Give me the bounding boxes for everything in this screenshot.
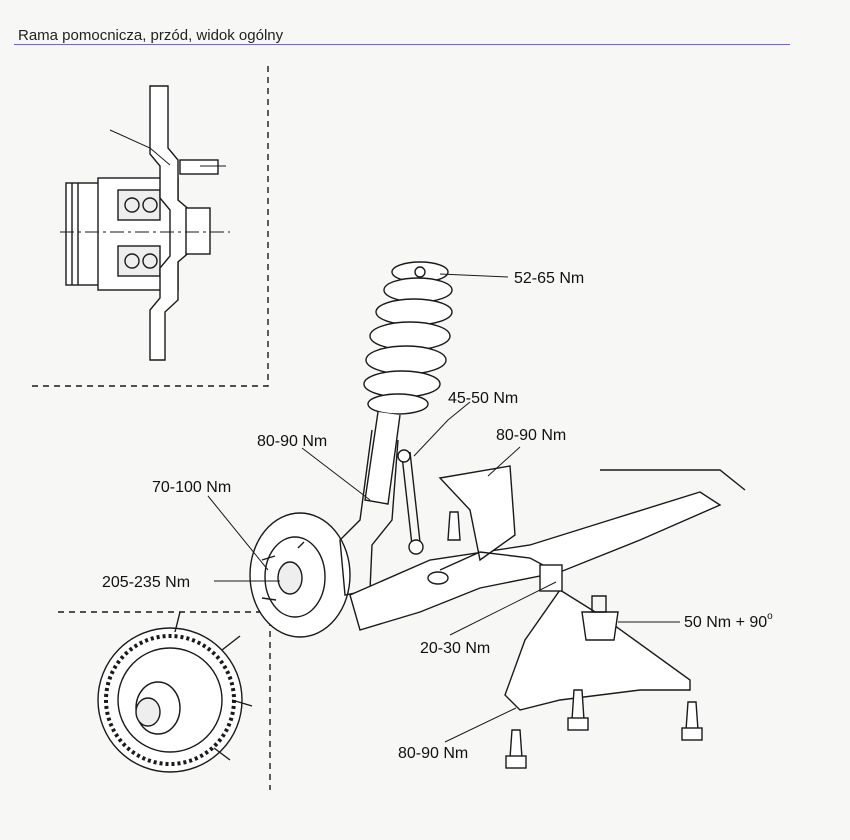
torque-label-subframe-bolts: 80-90 Nm: [398, 745, 468, 762]
detail-frame-top: [28, 66, 269, 387]
brake-disc-drawing: [249, 512, 351, 638]
subframe-bolts-drawing: [447, 511, 703, 769]
torque-label-stabilizer-clamp: 20-30 Nm: [420, 640, 490, 657]
torque-label-wheel-bolts: 70-100 Nm: [152, 479, 231, 496]
abs-hub-drawing: [97, 611, 253, 773]
torque-label-hub-nut: 205-235 Nm: [102, 574, 190, 591]
torque-label-ball-joint: 50 Nm + 90o: [684, 611, 773, 631]
bearing-section-drawing: [60, 85, 230, 361]
page-title: Rama pomocnicza, przód, widok ogólny: [18, 27, 284, 44]
subframe-drawing: [349, 465, 746, 711]
torque-label-spring-top: 52-65 Nm: [514, 270, 584, 287]
title-divider: [14, 44, 790, 45]
torque-label-subframe-bracket: 80-90 Nm: [496, 427, 566, 444]
torque-label-stabilizer-link: 45-50 Nm: [448, 390, 518, 407]
stabilizer-link-drawing: [401, 451, 421, 546]
coil-spring-drawing: [339, 261, 453, 596]
torque-label-strut: 80-90 Nm: [257, 433, 327, 450]
leader-lines: [207, 273, 680, 743]
